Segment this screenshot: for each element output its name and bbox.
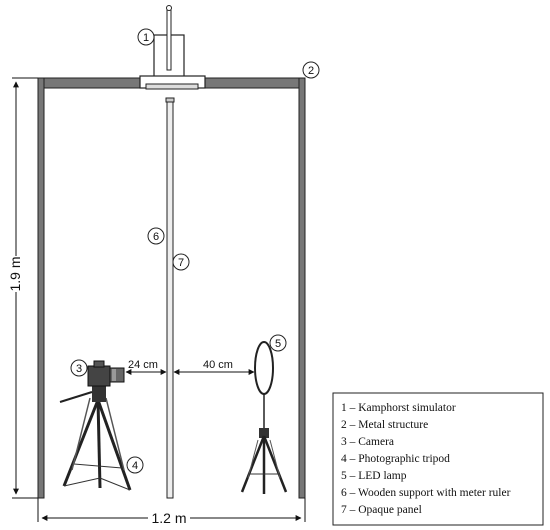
opaque-panel <box>165 97 175 499</box>
dimension-panel-lamp: 40 cm <box>173 359 255 375</box>
dimension-width: 1.2 m <box>37 498 306 526</box>
metal-structure <box>37 77 306 499</box>
camera-tripod <box>59 360 132 491</box>
legend: 1 – Kamphorst simulator 2 – Metal struct… <box>332 392 544 526</box>
svg-text:1: 1 <box>143 32 149 44</box>
legend-item-1: 1 – Kamphorst simulator <box>341 402 456 414</box>
legend-item-4: 4 – Photographic tripod <box>341 453 450 465</box>
legend-item-7: 7 – Opaque panel <box>341 504 422 516</box>
frame-top-beam-left <box>37 77 141 89</box>
simulator-rod-top <box>166 5 172 11</box>
frame-right-post <box>298 77 306 499</box>
panel-board <box>166 101 174 499</box>
panel-lamp-distance: 40 cm <box>203 359 233 371</box>
legend-item-6: 6 – Wooden support with meter ruler <box>341 487 511 499</box>
callout-6: 6 <box>147 227 165 245</box>
simulator-nozzle <box>145 83 199 90</box>
svg-text:6: 6 <box>153 231 159 243</box>
svg-text:2: 2 <box>308 65 314 77</box>
frame-left-post <box>37 77 45 499</box>
svg-text:7: 7 <box>178 257 184 269</box>
led-lamp <box>240 341 288 494</box>
kamphorst-simulator <box>139 5 206 90</box>
callout-3: 3 <box>70 359 88 377</box>
frame-top-beam-right <box>204 77 306 89</box>
svg-text:4: 4 <box>132 460 138 472</box>
callout-7: 7 <box>172 253 190 271</box>
callout-5: 5 <box>269 334 287 352</box>
callout-4: 4 <box>126 456 144 474</box>
camera-body <box>87 365 111 387</box>
panel-top-cap <box>165 97 175 103</box>
led-lamp-ring <box>254 341 274 395</box>
svg-text:5: 5 <box>275 338 281 350</box>
width-label: 1.2 m <box>151 510 186 526</box>
dimension-camera-panel: 24 cm <box>125 359 167 375</box>
dimension-height: 1.9 m <box>6 77 38 499</box>
callout-2: 2 <box>302 61 320 79</box>
camera-panel-distance: 24 cm <box>128 359 158 371</box>
height-label: 1.9 m <box>7 256 23 291</box>
legend-box <box>332 392 544 526</box>
callout-1: 1 <box>137 28 155 46</box>
legend-item-2: 2 – Metal structure <box>341 419 428 431</box>
svg-text:3: 3 <box>76 363 82 375</box>
camera-top <box>93 360 105 368</box>
simulator-rod <box>166 7 172 71</box>
legend-item-5: 5 – LED lamp <box>341 470 407 482</box>
legend-item-3: 3 – Camera <box>341 436 394 448</box>
